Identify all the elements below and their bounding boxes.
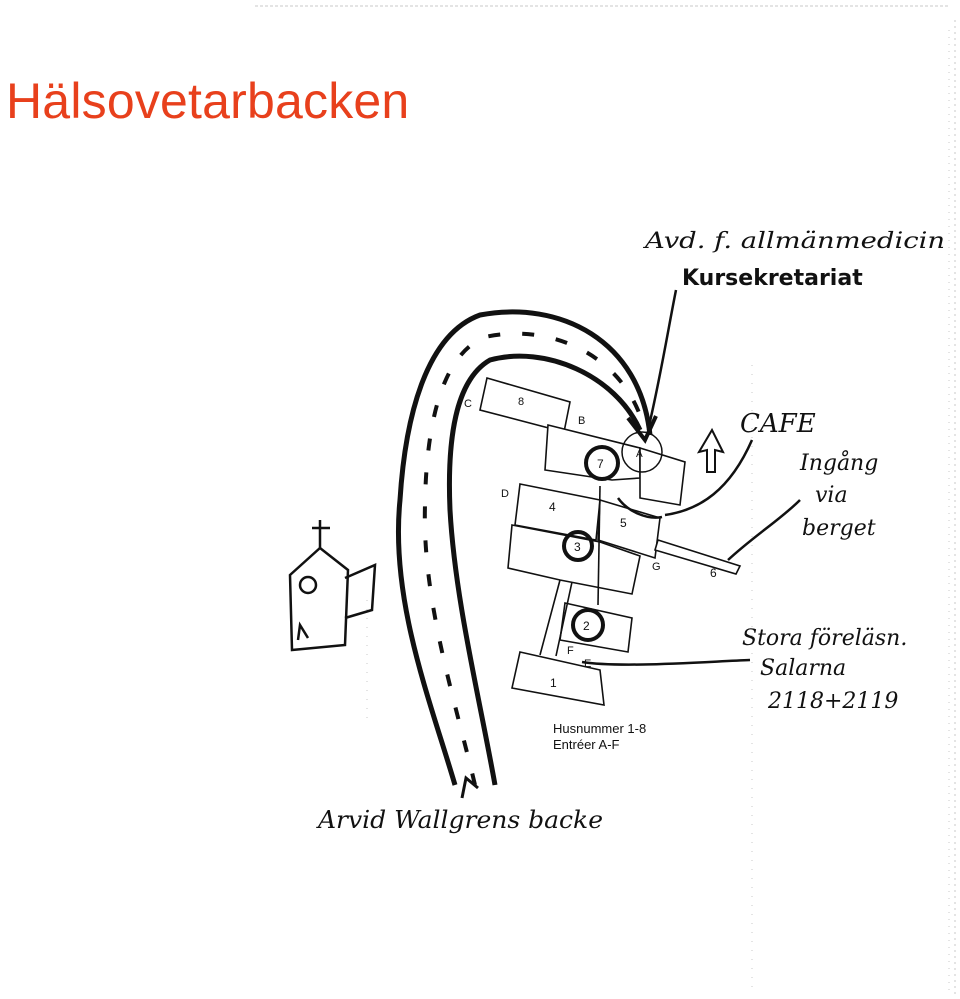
road-inner-edge [446, 353, 643, 786]
north-arrow [696, 427, 725, 473]
corridor-left [539, 579, 561, 656]
highlight-circles [562, 431, 663, 642]
building-5-label: 5 [620, 516, 627, 530]
lecture-label-line3: 2118+2119 [767, 689, 898, 714]
dept-label-line1: Avd. f. allmänmedicin [643, 229, 945, 254]
legend-house-numbers: Husnummer 1-8 [553, 721, 647, 736]
entrance-labels: A B C D E F G [464, 398, 661, 670]
building-4-shape [514, 483, 601, 541]
building-1-label: 1 [550, 676, 557, 690]
road-arrow-start [460, 775, 479, 799]
entrance-D-label: D [501, 488, 509, 500]
building-labels: 8 7 4 5 3 6 2 1 [518, 396, 717, 690]
entrance-E-label: E [584, 658, 591, 670]
building-1-shape [511, 651, 605, 706]
cafe-label: CAFE [740, 409, 816, 439]
circle-2 [571, 608, 605, 642]
building-8-shape [479, 376, 571, 433]
entrance-leader [727, 499, 801, 561]
road [395, 309, 658, 799]
building-4-label: 4 [549, 500, 556, 514]
entrance-C-label: C [464, 398, 472, 410]
entrance-label-line2: via [815, 483, 848, 508]
scan-noise [255, 5, 956, 995]
building-8-label: 8 [518, 396, 524, 408]
building-6-label: 6 [710, 566, 717, 580]
circle-7 [584, 445, 620, 481]
entrance-G-label: G [652, 561, 661, 573]
road-centerline [422, 331, 647, 786]
circle-3 [562, 530, 594, 562]
entrance-B-label: B [578, 415, 585, 427]
legend-entrances: Entréer A-F [553, 737, 620, 752]
entrance-A-label: A [636, 449, 643, 460]
page-title: Hälsovetarbacken [6, 73, 410, 129]
building-6-bar [654, 538, 742, 575]
building-7-label: 7 [597, 457, 604, 471]
lecture-label-line1: Stora föreläsn. [742, 626, 907, 651]
buildings [479, 376, 742, 706]
entrance-label-line1: Ingång [799, 449, 878, 476]
lecture-leader [581, 658, 751, 666]
cafe-pointer [616, 497, 663, 519]
building-A-wing [639, 446, 686, 506]
dept-leader [646, 289, 678, 431]
road-arrowhead [626, 415, 658, 444]
entrance-label-line3: berget [802, 516, 876, 541]
building-2-label: 2 [583, 619, 590, 633]
leader-lines [581, 289, 801, 666]
church-sketch [288, 520, 377, 652]
corridor-center [597, 485, 601, 606]
road-label: Arvid Wallgrens backe [316, 806, 603, 834]
building-3-label: 3 [574, 540, 581, 554]
dept-label-line2: Kursekretariat [682, 266, 863, 291]
entrance-F-label: F [567, 645, 574, 657]
road-outer-edge [395, 309, 653, 786]
circle-A [621, 431, 663, 473]
lecture-label-line2: Salarna [760, 656, 846, 681]
handwritten-notes: Avd. f. allmänmedicin Kursekretariat CAF… [316, 229, 945, 834]
cafe-leader [664, 439, 754, 517]
corridor-right [555, 581, 573, 657]
